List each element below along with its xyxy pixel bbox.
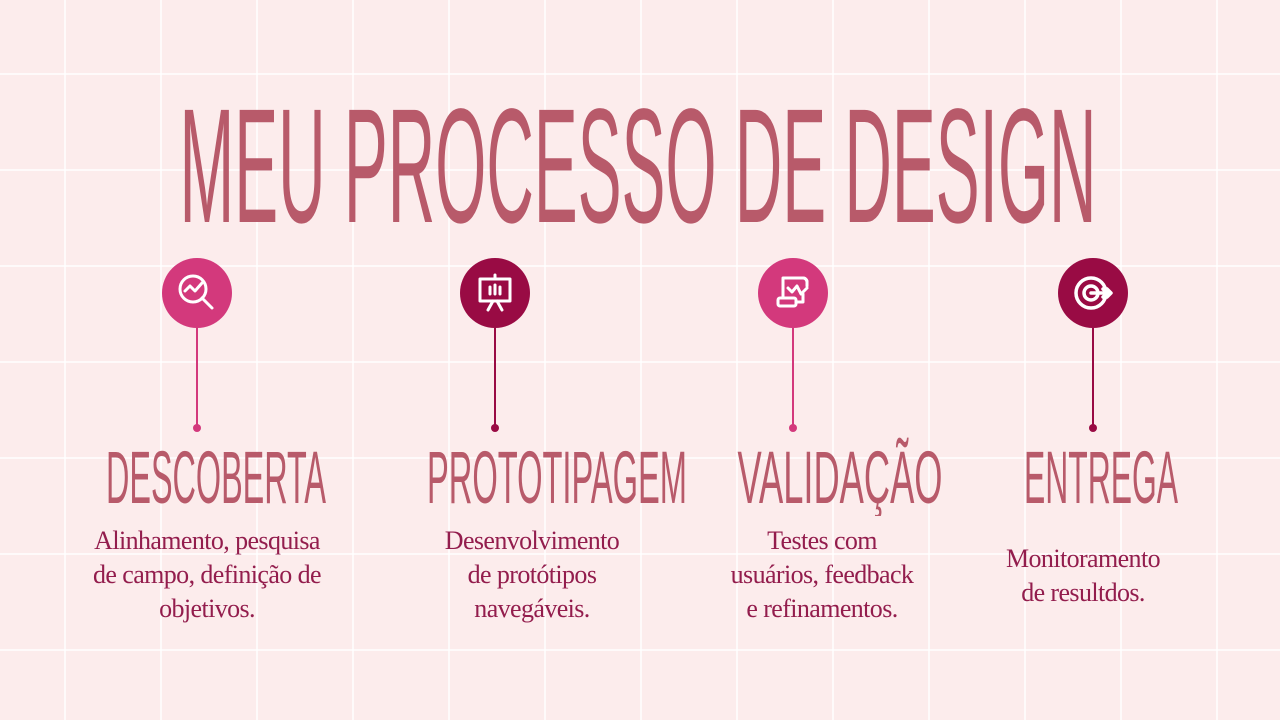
connector-dot [491, 424, 499, 432]
connector-line [196, 328, 198, 428]
desc-line: Monitoramento [1006, 544, 1161, 573]
desc-line: Desenvolvimento [444, 526, 620, 555]
connector-line [792, 328, 794, 428]
step-heading: VALIDAÇÃO [738, 436, 943, 516]
step-heading: DESCOBERTA [106, 436, 326, 516]
desc-line: e refinamentos. [746, 594, 898, 623]
connector-line [1092, 328, 1094, 428]
desc-line: Testes com [767, 526, 877, 555]
search-chart-icon [162, 258, 232, 328]
desc-line: Alinhamento, pesquisa [94, 526, 320, 555]
step-heading: PROTOTIPAGEM [427, 436, 687, 516]
step-heading-text: PROTOTIPAGEM [427, 436, 687, 516]
desc-line: usuários, feedback [730, 560, 914, 589]
target-arrow-icon [1058, 258, 1128, 328]
desc-line: de campo, definição de [93, 560, 322, 589]
desc-line: de resultdos. [1021, 578, 1145, 607]
connector-dot [789, 424, 797, 432]
presentation-board-icon [460, 258, 530, 328]
step-description: Testes com usuários, feedback e refiname… [672, 524, 972, 626]
desc-line: objetivos. [159, 594, 255, 623]
step-description: Alinhamento, pesquisa de campo, definiçã… [57, 524, 357, 626]
step-heading-text: VALIDAÇÃO [738, 436, 943, 516]
step-heading: ENTREGA [1024, 436, 1178, 516]
desc-line: de protótipos [467, 560, 597, 589]
desc-line: navegáveis. [474, 594, 590, 623]
connector-line [494, 328, 496, 428]
step-heading-text: ENTREGA [1024, 436, 1178, 516]
connector-dot [1089, 424, 1097, 432]
page-title: MEU PROCESSO DE DESIGN [180, 74, 1097, 240]
step-description: Monitoramento de resultdos. [933, 542, 1233, 610]
connector-dot [193, 424, 201, 432]
step-description: Desenvolvimento de protótipos navegáveis… [382, 524, 682, 626]
step-heading-text: DESCOBERTA [106, 436, 326, 516]
page-title-text: MEU PROCESSO DE DESIGN [180, 74, 1097, 240]
report-check-icon [758, 258, 828, 328]
